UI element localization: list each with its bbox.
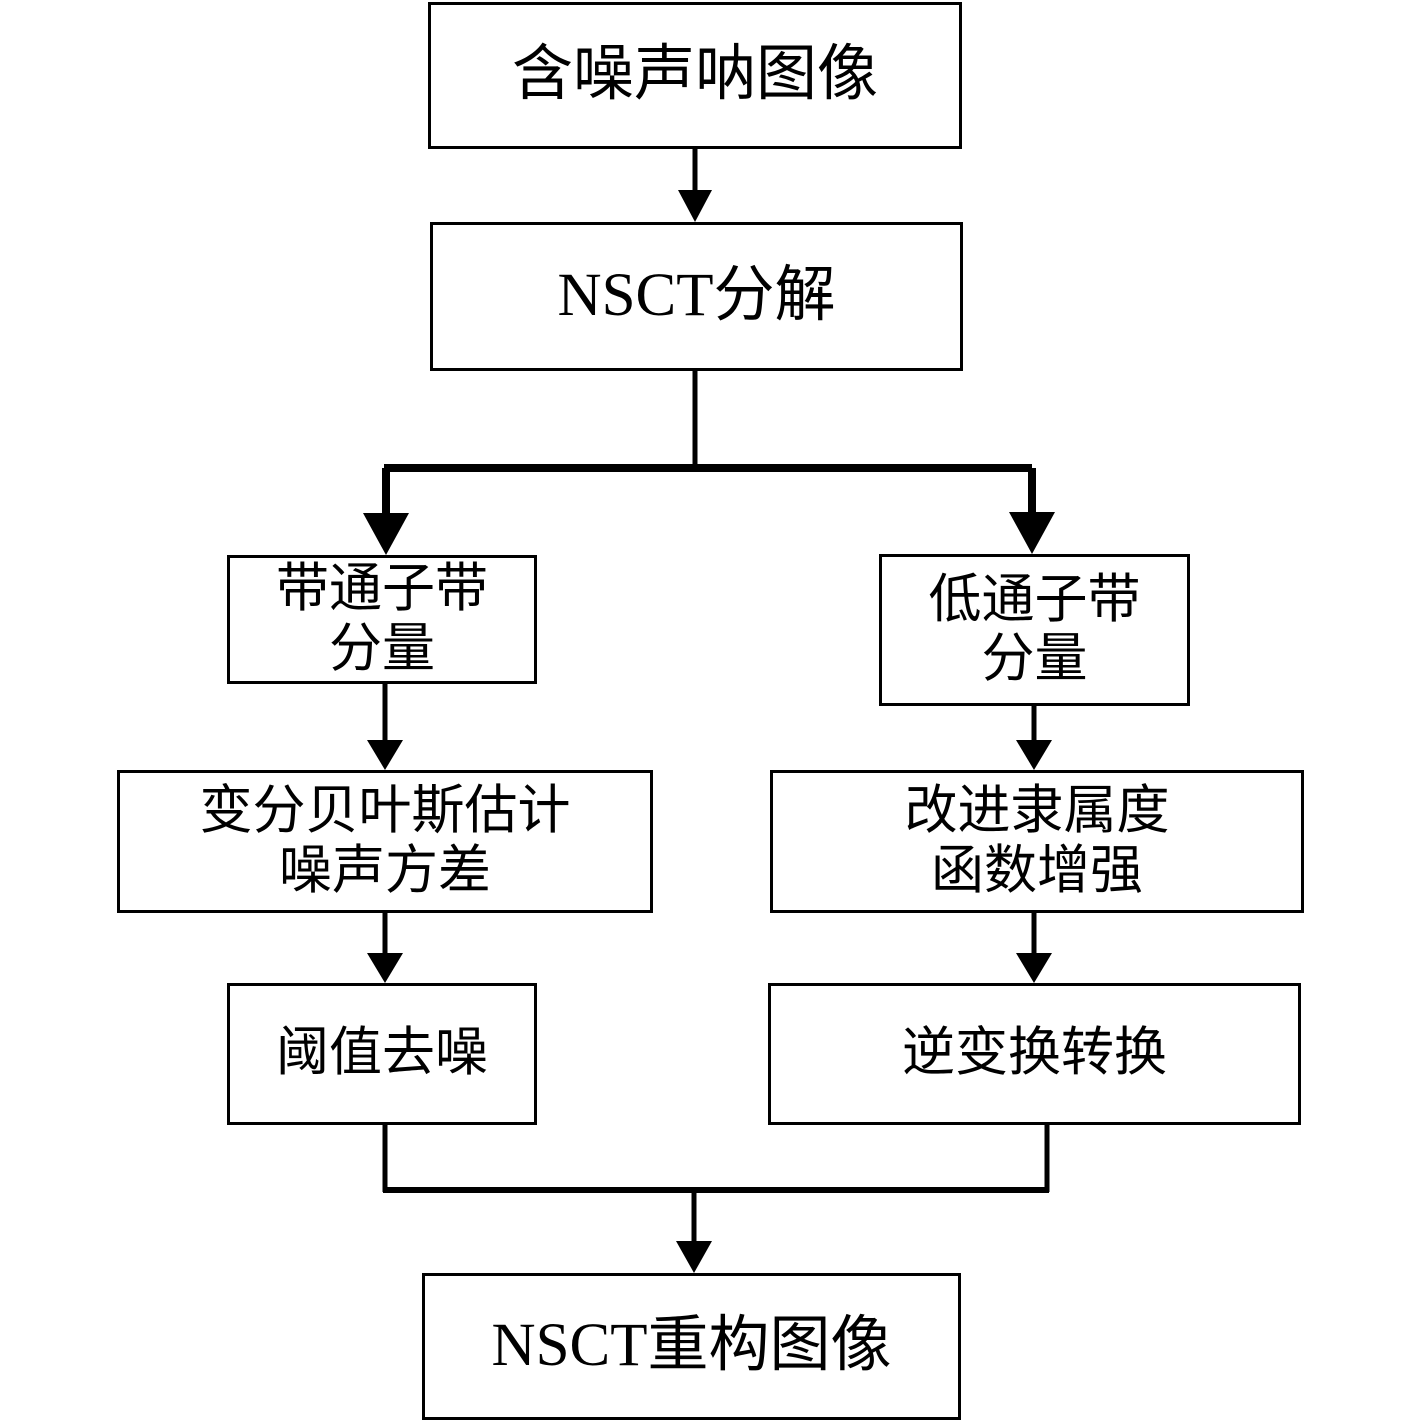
node-variational-bayes[interactable]: 变分贝叶斯估计 噪声方差 [117, 770, 653, 913]
node-membership-enhance-label: 改进隶属度 函数增强 [904, 782, 1170, 900]
node-threshold-denoise[interactable]: 阈值去噪 [227, 983, 537, 1125]
node-membership-enhance[interactable]: 改进隶属度 函数增强 [770, 770, 1304, 913]
node-inverse-transform-label: 逆变换转换 [902, 1024, 1167, 1083]
edge-bandpass-to-vbayes [367, 684, 403, 770]
node-variational-bayes-label: 变分贝叶斯估计 噪声方差 [199, 782, 571, 900]
node-bandpass-subband-label: 带通子带 分量 [276, 560, 488, 678]
edge-noisy-to-nsct [678, 149, 712, 222]
node-bandpass-subband[interactable]: 带通子带 分量 [227, 555, 537, 684]
node-nsct-reconstructed[interactable]: NSCT重构图像 [422, 1273, 961, 1420]
edge-membership-to-inverse [1016, 913, 1052, 983]
edge-lowpass-to-membership [1016, 706, 1052, 770]
edge-nsct-split [363, 371, 1055, 555]
node-lowpass-subband-label: 低通子带 分量 [928, 570, 1141, 688]
node-noisy-sonar-image[interactable]: 含噪声呐图像 [428, 2, 962, 149]
edge-vbayes-to-threshold [367, 913, 403, 983]
node-threshold-denoise-label: 阈值去噪 [276, 1024, 488, 1083]
node-nsct-decomposition[interactable]: NSCT分解 [430, 222, 963, 371]
node-lowpass-subband[interactable]: 低通子带 分量 [879, 554, 1190, 706]
node-noisy-sonar-image-label: 含噪声呐图像 [511, 41, 878, 109]
node-nsct-decomposition-label: NSCT分解 [557, 262, 836, 330]
node-inverse-transform[interactable]: 逆变换转换 [768, 983, 1301, 1125]
node-nsct-reconstructed-label: NSCT重构图像 [491, 1312, 892, 1380]
edge-merge-to-reconstructed [382, 1125, 1050, 1273]
